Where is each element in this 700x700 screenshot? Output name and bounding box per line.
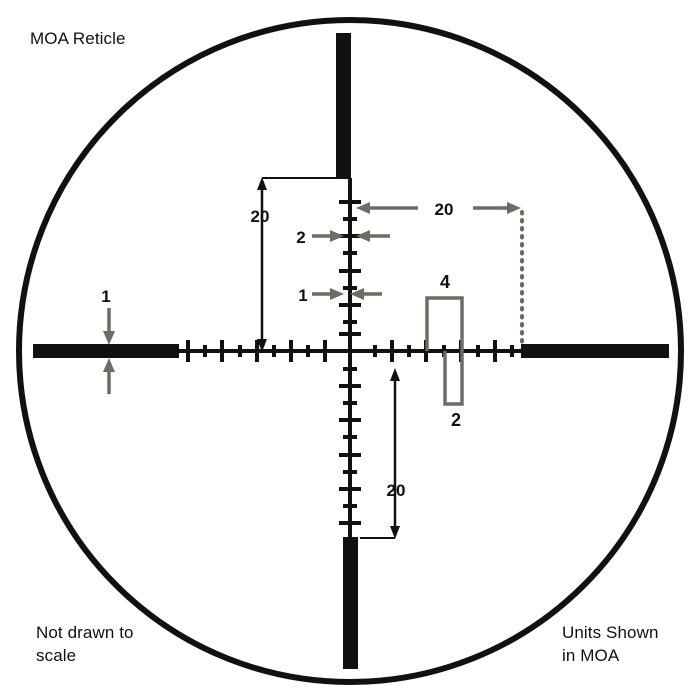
dimension-pointer-1	[312, 288, 382, 300]
dimension-vertical-top	[257, 177, 345, 352]
vertical-ticks-lower	[339, 367, 361, 525]
post-right	[521, 344, 669, 358]
dimension-horizontal-right	[356, 202, 524, 346]
dimension-post-thickness	[103, 308, 115, 394]
post-bottom	[343, 537, 358, 669]
post-left	[33, 344, 179, 358]
label-tick-1: 1	[298, 286, 307, 305]
reference-box-height-4	[425, 296, 464, 351]
dimension-vertical-bottom	[360, 368, 400, 539]
label-vertical-bottom-20: 20	[387, 481, 406, 500]
not-to-scale-note: Not drawn to scale	[36, 623, 134, 665]
dimension-pointer-2	[312, 230, 390, 242]
horizontal-ticks-left	[186, 340, 327, 362]
post-top	[336, 33, 351, 179]
label-box-width-2: 2	[451, 410, 461, 430]
label-tick-2: 2	[296, 228, 305, 247]
page-title: MOA Reticle	[30, 29, 126, 48]
scope-circle	[16, 17, 684, 685]
reference-box-width-2	[443, 351, 464, 406]
label-horizontal-right-20: 20	[435, 200, 454, 219]
units-note: Units Shown in MOA	[562, 623, 659, 665]
label-box-height-4: 4	[440, 272, 450, 292]
label-post-thickness-1: 1	[101, 287, 110, 306]
label-vertical-top-20: 20	[251, 207, 270, 226]
